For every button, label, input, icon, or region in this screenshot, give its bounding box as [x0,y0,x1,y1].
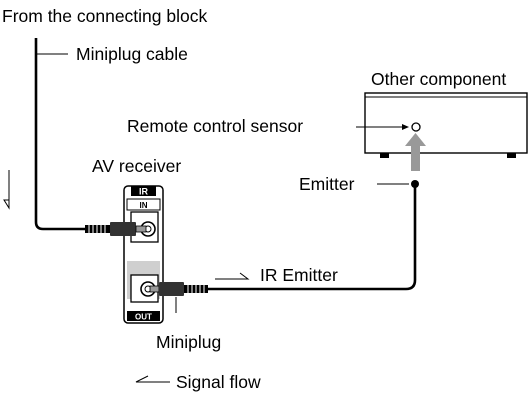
other-component [364,92,528,158]
emitter-label: Emitter [299,174,355,194]
signal-down-arrow [3,170,10,210]
legend-signal-arrow [135,375,170,383]
miniplug-label: Miniplug [156,332,221,352]
receiver-label: AV receiver [92,156,181,176]
emitter-dot [411,180,419,188]
in-miniplug [85,222,147,236]
input-cable [34,38,85,231]
ir-emitter-label: IR Emitter [260,265,338,285]
sensor-label: Remote control sensor [127,116,303,136]
emitter-cable [208,180,419,291]
ir-emitter-flow-arrow [215,272,250,280]
ir-beam-arrow [405,133,426,171]
component-label: Other component [371,69,506,89]
ir-panel-header: IR [139,187,149,197]
remote-sensor-icon [411,122,421,132]
source-label: From the connecting block [2,6,207,26]
out-miniplug [149,282,208,296]
signal-flow-label: Signal flow [176,372,261,392]
ir-out-jack [130,274,159,303]
out-jack-label: OUT [135,313,152,322]
in-jack-label: IN [140,201,148,210]
cable-label: Miniplug cable [76,44,188,64]
